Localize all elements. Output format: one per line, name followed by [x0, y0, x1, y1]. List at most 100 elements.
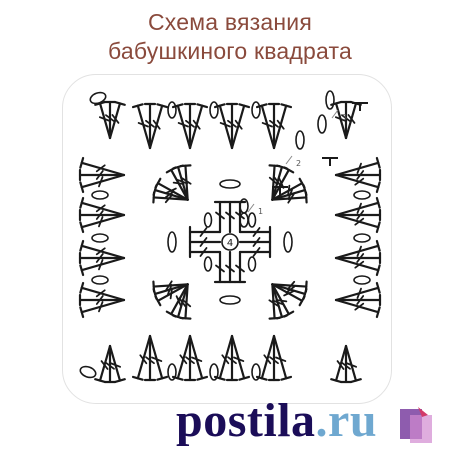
stitch-cross-tick [261, 122, 273, 128]
stitch-stem [80, 173, 126, 189]
round-arrow [247, 203, 255, 213]
chain-stitch [209, 363, 219, 381]
stitch-cross-tick [192, 119, 201, 130]
stitch-stem [334, 201, 380, 217]
stitch-top-bar [79, 239, 85, 252]
stitch-cross-tick [145, 356, 155, 365]
stitch-top-bar [280, 375, 293, 381]
round-arrow [331, 109, 339, 119]
stitch-stem [344, 102, 358, 140]
stitch-cross-tick [252, 227, 261, 237]
stitch-cross-tick [233, 356, 245, 362]
chain-stitch [167, 231, 177, 253]
stitch-cross-tick [95, 164, 106, 173]
stitch-cross-tick [145, 119, 155, 128]
stitch-stem [156, 182, 189, 201]
stitch-cross-tick [227, 356, 237, 365]
stitch-stem [98, 344, 112, 382]
stitch-stem [80, 244, 126, 260]
stitch-stem [80, 213, 126, 229]
stitch-cross-tick [95, 289, 106, 298]
stitch-cross-tick [95, 253, 104, 263]
stitch-stem [98, 102, 112, 140]
stitch-top-bar [154, 177, 162, 189]
stitch-top-bar [298, 295, 306, 307]
stitch-cross-tick [199, 227, 208, 237]
stitch-cross-tick [151, 356, 163, 362]
stitch-cross-tick [137, 122, 149, 128]
chain-stitch [251, 101, 261, 119]
stitch-stem [176, 165, 189, 201]
stitch-top-bar [255, 103, 268, 109]
stitch-cross-tick [283, 290, 295, 297]
stitch-stem [176, 283, 189, 319]
stitch-cross-tick [191, 356, 203, 362]
stitch-cross-tick [105, 114, 115, 123]
chain-stitch [209, 101, 219, 119]
stitch-cross-tick [165, 187, 177, 194]
stitch-stem [260, 104, 276, 150]
stitch-cross-tick [225, 264, 235, 273]
stitch-stem [230, 104, 246, 150]
stitch-cross-tick [199, 247, 208, 257]
stitch-top-bar [280, 103, 293, 109]
stitch-stem [334, 102, 348, 140]
stitch-top-bar [114, 100, 126, 106]
stitch-cross-tick [268, 299, 279, 307]
stitch-stem [170, 168, 189, 201]
chain-stitch [251, 363, 261, 381]
stitch-top-bar [79, 156, 85, 169]
stitch-top-bar [375, 156, 381, 169]
stitch-cross-tick [356, 202, 362, 214]
stitch-cross-tick [263, 354, 272, 365]
stitch-cross-tick [95, 210, 104, 220]
stitch-cross-tick [356, 170, 365, 180]
chain-stitch [203, 256, 213, 272]
stitch-stem [271, 164, 276, 201]
stitch-stem [80, 298, 126, 314]
chain-stitch [167, 101, 177, 119]
stitch-top-bar [79, 264, 85, 277]
stitch-stem [184, 164, 189, 201]
round-number-label: 2 [296, 159, 301, 168]
stitch-top-bar [238, 103, 251, 109]
stitch-stem [156, 283, 189, 302]
stitch-stem [271, 165, 284, 201]
chain-stitch [353, 190, 371, 200]
stitch-stem [136, 104, 152, 150]
stitch-stem [260, 334, 276, 380]
round-arrow [285, 155, 293, 165]
round-number-label: 3 [342, 113, 347, 122]
stitch-top-bar [79, 196, 85, 209]
stitch-cross-tick [95, 170, 104, 180]
stitch-cross-tick [356, 245, 362, 257]
stitch-cross-tick [356, 287, 362, 299]
stitch-top-bar [375, 181, 381, 194]
stitch-top-bar [375, 306, 381, 319]
stitch-cross-tick [354, 217, 365, 226]
chain-stitch [283, 231, 293, 253]
stitch-stem [80, 286, 126, 302]
stitch-stem [152, 283, 189, 288]
diagram-title-line-1: Схема вязания [148, 9, 312, 35]
stitch-cross-tick [334, 116, 347, 122]
stitch-top-bar [238, 375, 251, 381]
stitch-stem [271, 182, 304, 201]
stitch-stem [271, 283, 304, 302]
stitch-cross-tick [225, 211, 235, 220]
stitch-stem [153, 188, 189, 201]
chain-stitch [239, 212, 249, 228]
stitch-cross-tick [98, 176, 104, 188]
stitch-cross-tick [111, 114, 120, 124]
stitch-stem [108, 102, 122, 140]
stitch-cross-tick [336, 360, 345, 370]
stitch-top-bar [114, 378, 126, 384]
stitch-top-bar [171, 103, 184, 109]
stitch-stem [334, 344, 348, 382]
stitch-stem [271, 283, 290, 316]
stitch-cross-tick [252, 237, 261, 247]
stitch-cross-tick [356, 295, 365, 305]
stitch-stem [271, 283, 308, 288]
stitch-cross-tick [100, 360, 109, 370]
stitch-cross-tick [235, 211, 245, 220]
